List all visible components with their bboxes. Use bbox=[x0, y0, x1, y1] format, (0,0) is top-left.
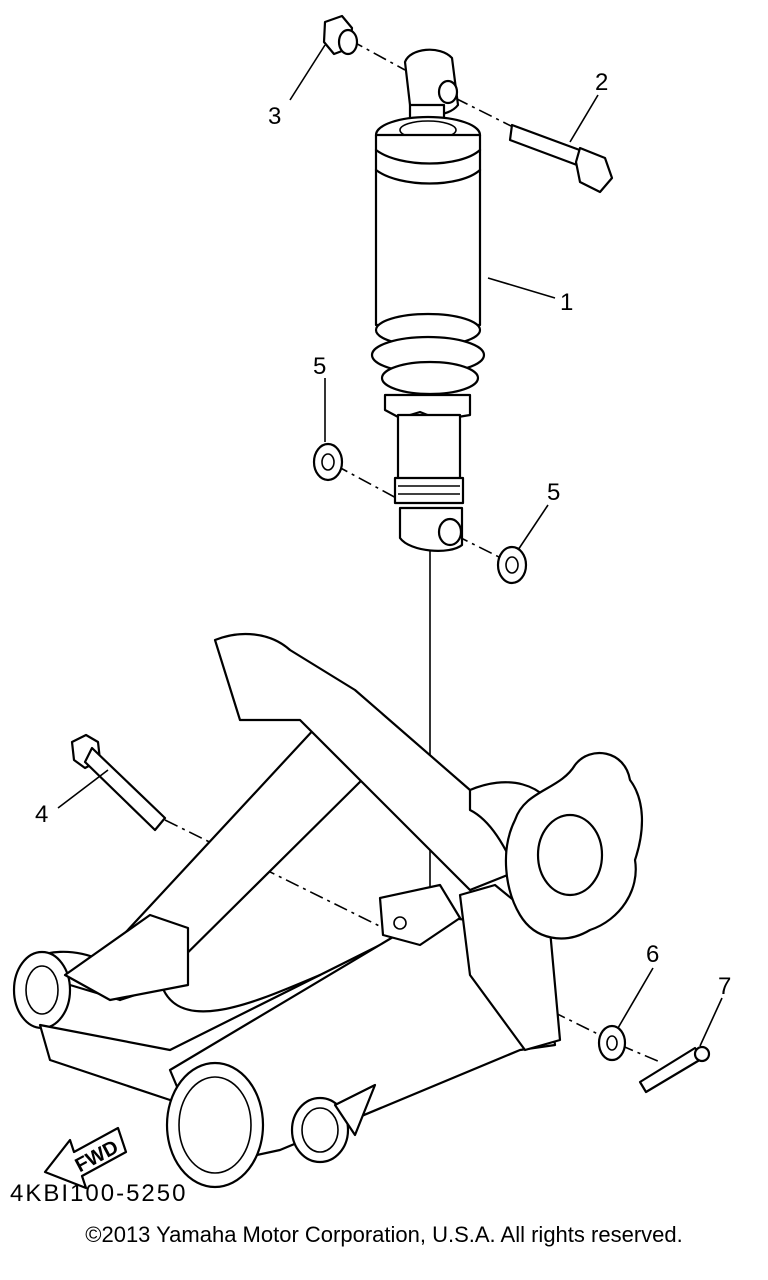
nut-part-3 bbox=[322, 14, 359, 56]
bolt-part-2 bbox=[508, 123, 614, 194]
washer-part-6 bbox=[597, 1024, 627, 1062]
fwd-arrow-icon: FWD bbox=[43, 1126, 128, 1190]
washer-hole-icon bbox=[321, 453, 335, 471]
leader-lines bbox=[57, 44, 723, 1047]
callout-3: 3 bbox=[268, 103, 281, 130]
copyright-notice: ©2013 Yamaha Motor Corporation, U.S.A. A… bbox=[85, 1222, 683, 1247]
callout-4: 4 bbox=[35, 801, 48, 828]
callout-1: 1 bbox=[560, 289, 573, 316]
callout-5-lower: 5 bbox=[547, 479, 560, 506]
washer-part-5-upper bbox=[312, 442, 344, 482]
callout-5-upper: 5 bbox=[313, 353, 326, 380]
diagram-part-code: 4KBI100-5250 bbox=[10, 1180, 188, 1207]
washer-hole-icon bbox=[606, 1035, 618, 1051]
callout-2: 2 bbox=[595, 69, 608, 96]
callout-7: 7 bbox=[718, 973, 731, 1000]
swing-arm bbox=[12, 632, 643, 1189]
callout-6: 6 bbox=[646, 941, 659, 968]
shock-absorber bbox=[370, 48, 486, 552]
washer-part-5-lower bbox=[496, 545, 528, 585]
bolt-part-4 bbox=[70, 733, 167, 832]
washer-hole-icon bbox=[505, 556, 519, 574]
cotter-pin-part-7 bbox=[638, 1045, 711, 1094]
